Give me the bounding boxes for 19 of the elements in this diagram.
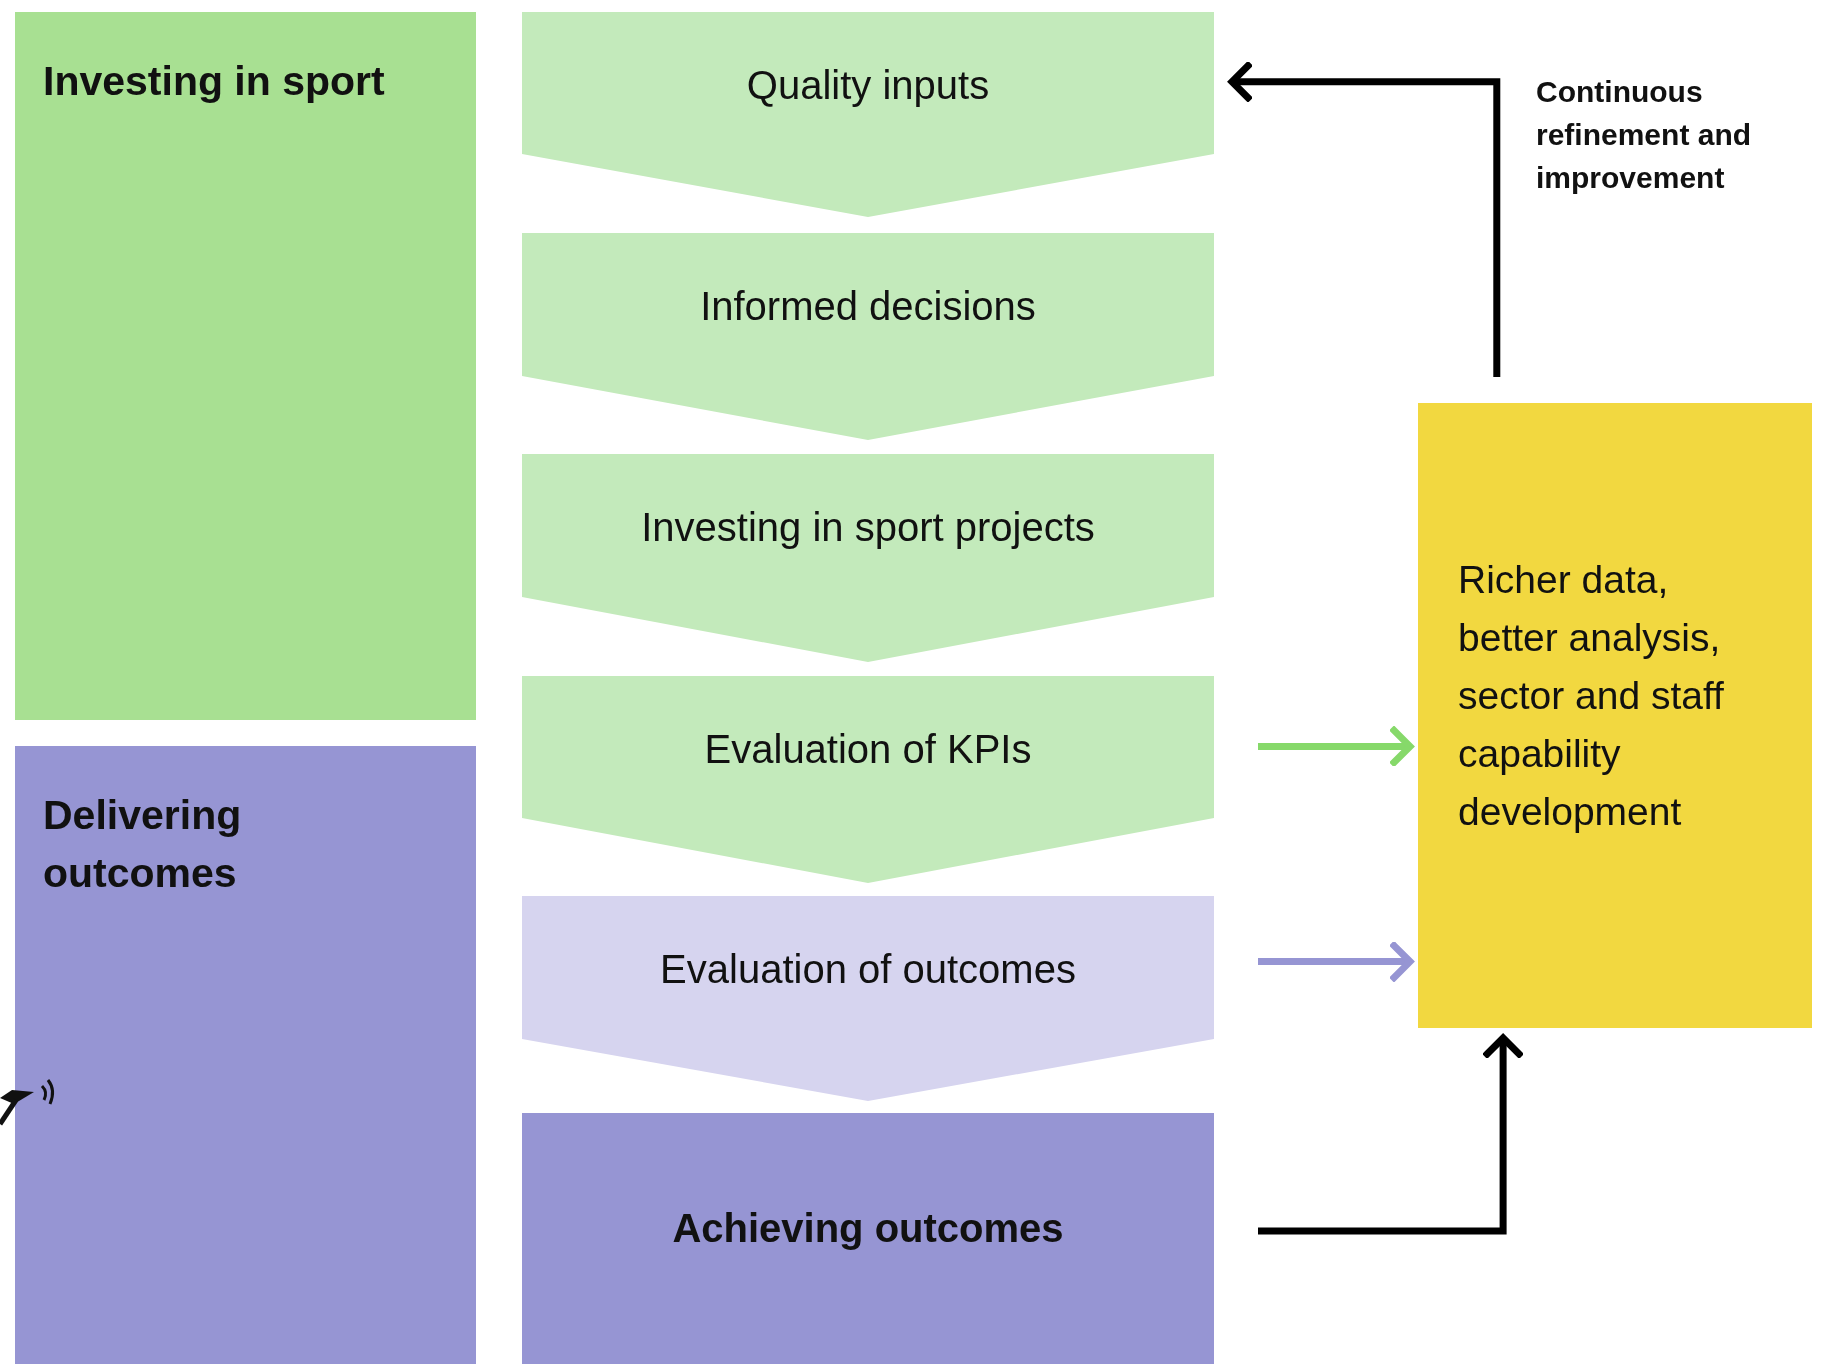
chevron-arrow-shape [522, 12, 1214, 217]
chevron-arrow-shape [522, 676, 1214, 883]
chevron-arrow-shape [522, 896, 1214, 1101]
section-title: Delivering outcomes [42, 791, 243, 898]
edge-label: Continuous refinement and improvement [1536, 74, 1753, 196]
step-label: Evaluation of KPIs [703, 725, 1033, 773]
step-label: Investing in sport projects [640, 504, 1096, 551]
step-label: Quality inputs [745, 61, 991, 109]
section-title: Investing in sport [42, 57, 386, 106]
outcome-box [1418, 403, 1812, 1028]
section-panel [15, 746, 476, 1364]
process-box [522, 1113, 1214, 1364]
step-label: Evaluation of outcomes [659, 946, 1077, 993]
chevron-arrow-shape [522, 454, 1214, 662]
step-label: Informed decisions [699, 283, 1037, 330]
section-panel [15, 12, 476, 720]
box-text: Richer data, better analysis, sector and staff capability development [1457, 556, 1725, 835]
step-label: Achieving outcomes [672, 1206, 1064, 1251]
chevron-arrow-shape [522, 233, 1214, 440]
